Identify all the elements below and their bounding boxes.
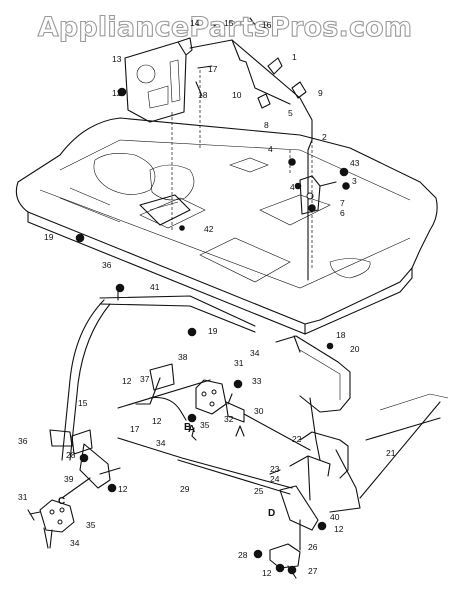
part-number: 13 [112,54,122,64]
deck-frame [15,117,438,335]
part-number: 36 [102,260,112,270]
part-number: 6 [340,208,345,218]
part-number: 31 [234,358,244,368]
part-number: 30 [254,406,264,416]
part-number: 25 [254,486,264,496]
part-number: 3 [352,176,357,186]
part-number: 12 [112,88,122,98]
part-number: 19 [44,232,54,242]
part-number: 35 [86,520,96,530]
part-number: 21 [386,448,396,458]
part-number: 26 [308,542,318,552]
part-number: 18 [336,330,346,340]
part-number: 34 [70,538,80,548]
part-number: 10 [232,90,242,100]
hardware [75,17,350,575]
part-number: 32 [224,414,234,424]
part-number: 24 [270,474,280,484]
part-number: 4 [268,144,273,154]
part-number: 15 [78,398,88,408]
part-number: 31 [18,492,28,502]
part-number: 2 [322,132,327,142]
part-number: 39 [64,474,74,484]
part-number: 35 [200,420,210,430]
watermark: AppliancePartsPros.com [38,12,412,43]
part-number: 1 [292,52,297,62]
part-number: 14 [190,18,200,28]
part-number: 28 [238,550,248,560]
part-number: 23 [270,464,280,474]
view-letter-b: B [184,422,191,433]
part-number: 19 [208,326,218,336]
part-number: 8 [264,120,269,130]
part-number: 12 [262,568,272,578]
part-number: 37 [140,374,150,384]
part-number: 41 [150,282,160,292]
part-number: 17 [130,424,140,434]
part-number: 33 [252,376,262,386]
part-number: 12 [118,484,128,494]
part-number: 12 [122,376,132,386]
part-number: 17 [208,64,218,74]
part-number: 42 [204,224,214,234]
part-number: 18 [198,90,208,100]
view-letter-c: C [58,496,65,507]
part-number: 34 [250,348,260,358]
part-number: 4 [290,182,295,192]
dash-panel [124,37,193,123]
part-number: 27 [308,566,318,576]
view-letter-a: A [188,424,195,435]
part-number: 29 [180,484,190,494]
part-number: 9 [318,88,323,98]
part-number: 5 [288,108,293,118]
part-number: 43 [350,158,360,168]
lower-linkage [27,289,449,579]
part-number: 15 [224,18,234,28]
part-number: 40 [330,512,340,522]
upper-linkage [139,39,337,281]
part-number: 22 [292,434,302,444]
part-number: 16 [262,20,272,30]
part-number: 12 [334,524,344,534]
part-number: 7 [340,198,345,208]
part-number: 12 [152,416,162,426]
part-number: 36 [18,436,28,446]
part-callouts: 13 12 14 15 16 17 18 10 1 9 8 5 2 4 43 3… [18,18,396,578]
view-letter-d: D [268,508,275,519]
part-number: 28 [66,450,76,460]
view-letters: A B C D [58,422,275,519]
part-number: 34 [156,438,166,448]
part-number: 20 [350,344,360,354]
part-number: 38 [178,352,188,362]
